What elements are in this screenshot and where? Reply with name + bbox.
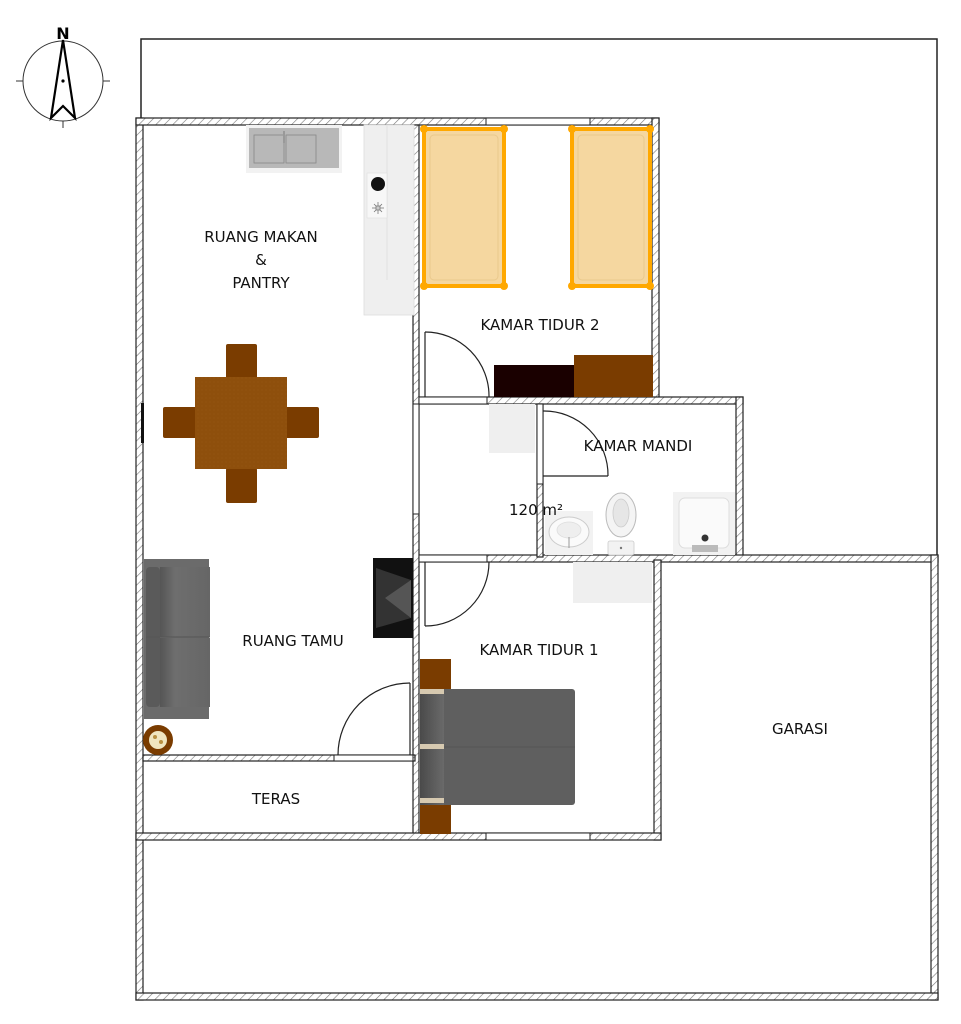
kitchen-sink-icon (246, 125, 342, 173)
sofa (144, 559, 210, 719)
door-front-entrance[interactable] (337, 682, 411, 756)
stove-burner-icon (371, 177, 385, 191)
room-label-living: RUANG TAMU (242, 632, 343, 650)
shower-tray-icon (673, 492, 735, 555)
single-bed-left (420, 125, 508, 290)
north-arrow-icon: N (16, 24, 110, 128)
door-bedroom-1[interactable] (424, 561, 490, 627)
stove-burner-small-icon (372, 202, 384, 214)
wardrobe-wood (574, 355, 653, 397)
room-label-dining-amp: & (255, 251, 267, 269)
room-label-pantry: PANTRY (232, 274, 290, 292)
door-bathroom[interactable] (542, 410, 609, 477)
area-label: 120 m² (509, 501, 563, 519)
room-label-dining: RUANG MAKAN (204, 228, 318, 246)
room-label-bedroom-2: KAMAR TIDUR 2 (480, 316, 599, 334)
door-bedroom-2[interactable] (424, 331, 490, 398)
double-bed (420, 659, 575, 834)
dining-table (163, 344, 319, 503)
room-label-garage: GARASI (772, 720, 828, 738)
hallway-cabinet (489, 404, 535, 453)
single-bed-right (568, 125, 654, 290)
toilet-icon (605, 492, 637, 556)
room-label-bathroom: KAMAR MANDI (584, 437, 693, 455)
tv-icon (373, 558, 413, 638)
compass-label: N (56, 24, 69, 43)
bedroom1-cabinet (573, 562, 652, 603)
room-label-terrace: TERAS (251, 790, 300, 808)
plant-icon (143, 725, 173, 755)
washbasin-icon (545, 511, 593, 555)
room-label-bedroom-1: KAMAR TIDUR 1 (479, 641, 598, 659)
kitchen-counter (363, 124, 415, 316)
wardrobe-dark (494, 365, 574, 397)
